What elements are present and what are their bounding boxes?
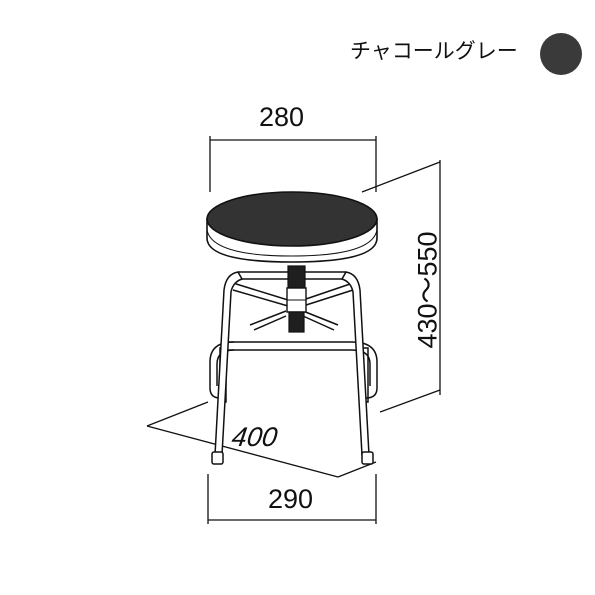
cross-braces: [232, 282, 354, 331]
dimension-depth: [146, 401, 339, 478]
color-swatch[interactable]: [540, 33, 582, 75]
center-column: [286, 265, 307, 333]
dimension-width-top: [209, 136, 377, 192]
dimension-depth-label: 400: [229, 422, 280, 452]
dimension-width-bottom-label: 290: [268, 484, 314, 514]
dimension-height: [361, 160, 441, 413]
dimension-width-top-label: 280: [259, 102, 305, 132]
dimension-height-label: 430～550: [412, 231, 443, 349]
back-legs: [219, 347, 369, 403]
front-legs: [211, 271, 374, 465]
foot-ring: [209, 341, 378, 399]
seat-cushion: [206, 191, 378, 263]
color-name-label: チャコールグレー: [350, 40, 518, 63]
